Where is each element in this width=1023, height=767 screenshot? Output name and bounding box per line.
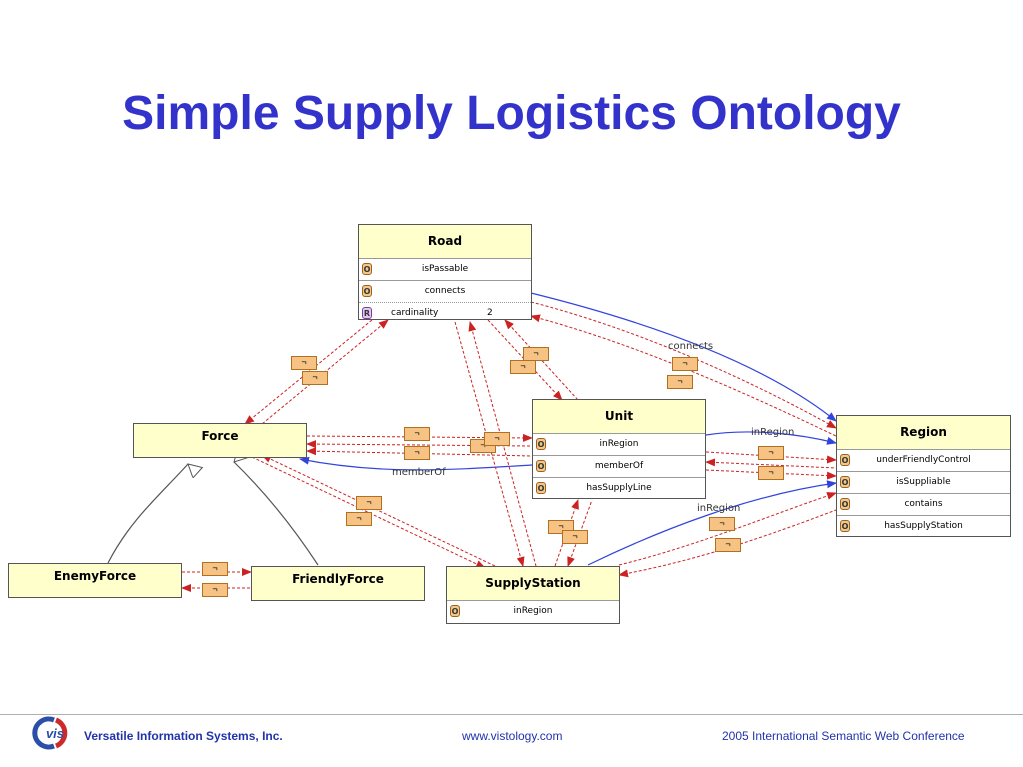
class-road-name: Road <box>359 225 531 258</box>
restriction-box[interactable]: ¬ <box>758 466 784 480</box>
restriction-box[interactable]: ¬ <box>202 562 228 576</box>
footer-conference: 2005 International Semantic Web Conferen… <box>722 729 965 743</box>
object-property-icon: O <box>362 285 372 297</box>
edge-label-unit-inregion: inRegion <box>751 427 795 438</box>
edge-road-connects-region <box>530 292 837 422</box>
edge-station-inregion-region <box>587 480 837 566</box>
restr-edge-force-station-1 <box>251 456 486 569</box>
property-issuppliable[interactable]: O isSuppliable <box>837 471 1010 493</box>
class-unit-name: Unit <box>533 400 705 433</box>
restriction-box[interactable]: ¬ <box>404 427 430 441</box>
edge-label-connects: connects <box>668 341 714 352</box>
restriction-box[interactable]: ¬ <box>672 357 698 371</box>
footer-divider <box>0 714 1023 715</box>
restr-edge-road-unit-1 <box>487 319 563 401</box>
class-region-name: Region <box>837 416 1010 449</box>
svg-text:vis: vis <box>46 726 64 741</box>
property-inregion[interactable]: O inRegion <box>533 433 705 455</box>
inherit-friendly-force <box>234 462 319 566</box>
property-connects[interactable]: O connects <box>359 280 531 302</box>
restriction-box[interactable]: ¬ <box>523 347 549 361</box>
restriction-box[interactable]: ¬ <box>484 432 510 446</box>
restriction-box[interactable]: ¬ <box>758 446 784 460</box>
restriction-cardinality[interactable]: R cardinality 2 <box>359 302 531 324</box>
restr-edge-road-unit-2 <box>504 319 579 401</box>
edge-label-station-inregion: inRegion <box>697 503 741 514</box>
class-road[interactable]: Road O isPassable O connects R cardinali… <box>358 224 532 320</box>
restr-edge-station-region-1 <box>618 492 837 566</box>
footer-company: Versatile Information Systems, Inc. <box>84 729 283 743</box>
property-contains[interactable]: O contains <box>837 493 1010 515</box>
class-friendly-force-name: FriendlyForce <box>252 567 424 600</box>
object-property-icon: O <box>536 438 546 450</box>
object-property-icon: O <box>450 605 460 617</box>
property-hassupplyline[interactable]: O hasSupplyLine <box>533 477 705 499</box>
object-property-icon: O <box>840 454 850 466</box>
property-hassupplystation[interactable]: O hasSupplyStation <box>837 515 1010 537</box>
class-force[interactable]: Force <box>133 423 307 458</box>
class-enemy-force-name: EnemyForce <box>9 564 181 597</box>
inherit-enemy-force <box>107 464 188 564</box>
class-enemy-force[interactable]: EnemyForce <box>8 563 182 598</box>
restriction-box[interactable]: ¬ <box>356 496 382 510</box>
restriction-box[interactable]: ¬ <box>715 538 741 552</box>
restr-edge-unit-station-1 <box>554 499 579 567</box>
edge-unit-memberof-force <box>299 456 533 471</box>
restriction-box[interactable]: ¬ <box>404 446 430 460</box>
restr-edge-unit-region-2 <box>705 458 837 469</box>
object-property-icon: O <box>536 460 546 472</box>
edge-label-memberof: memberOf <box>392 467 446 478</box>
restriction-box[interactable]: ¬ <box>709 517 735 531</box>
object-property-icon: O <box>362 263 372 275</box>
restriction-box[interactable]: ¬ <box>562 530 588 544</box>
property-underfriendlycontrol[interactable]: O underFriendlyControl <box>837 449 1010 471</box>
restriction-box[interactable]: ¬ <box>202 583 228 597</box>
restriction-icon: R <box>362 307 372 319</box>
object-property-icon: O <box>840 476 850 488</box>
property-station-inregion[interactable]: O inRegion <box>447 600 619 622</box>
object-property-icon: O <box>840 520 850 532</box>
class-friendly-force[interactable]: FriendlyForce <box>251 566 425 601</box>
class-supply-station[interactable]: SupplyStation O inRegion <box>446 566 620 624</box>
footer-url[interactable]: www.vistology.com <box>462 729 563 743</box>
class-supply-station-name: SupplyStation <box>447 567 619 600</box>
restriction-box[interactable]: ¬ <box>667 375 693 389</box>
restriction-box[interactable]: ¬ <box>302 371 328 385</box>
class-region[interactable]: Region O underFriendlyControl O isSuppli… <box>836 415 1011 537</box>
slide-title: Simple Supply Logistics Ontology <box>122 87 901 140</box>
restriction-box[interactable]: ¬ <box>346 512 372 526</box>
restriction-box[interactable]: ¬ <box>291 356 317 370</box>
class-force-name: Force <box>134 424 306 457</box>
object-property-icon: O <box>840 498 850 510</box>
vis-logo-icon: vis <box>32 716 68 750</box>
property-memberof[interactable]: O memberOf <box>533 455 705 477</box>
restr-edge-road-region-2 <box>530 314 837 437</box>
edge-unit-inregion-region <box>705 431 837 445</box>
class-unit[interactable]: Unit O inRegion O memberOf O hasSupplyLi… <box>532 399 706 499</box>
restr-edge-force-station-2 <box>261 454 496 567</box>
restriction-box[interactable]: ¬ <box>510 360 536 374</box>
property-ispassable[interactable]: O isPassable <box>359 258 531 280</box>
object-property-icon: O <box>536 482 546 494</box>
